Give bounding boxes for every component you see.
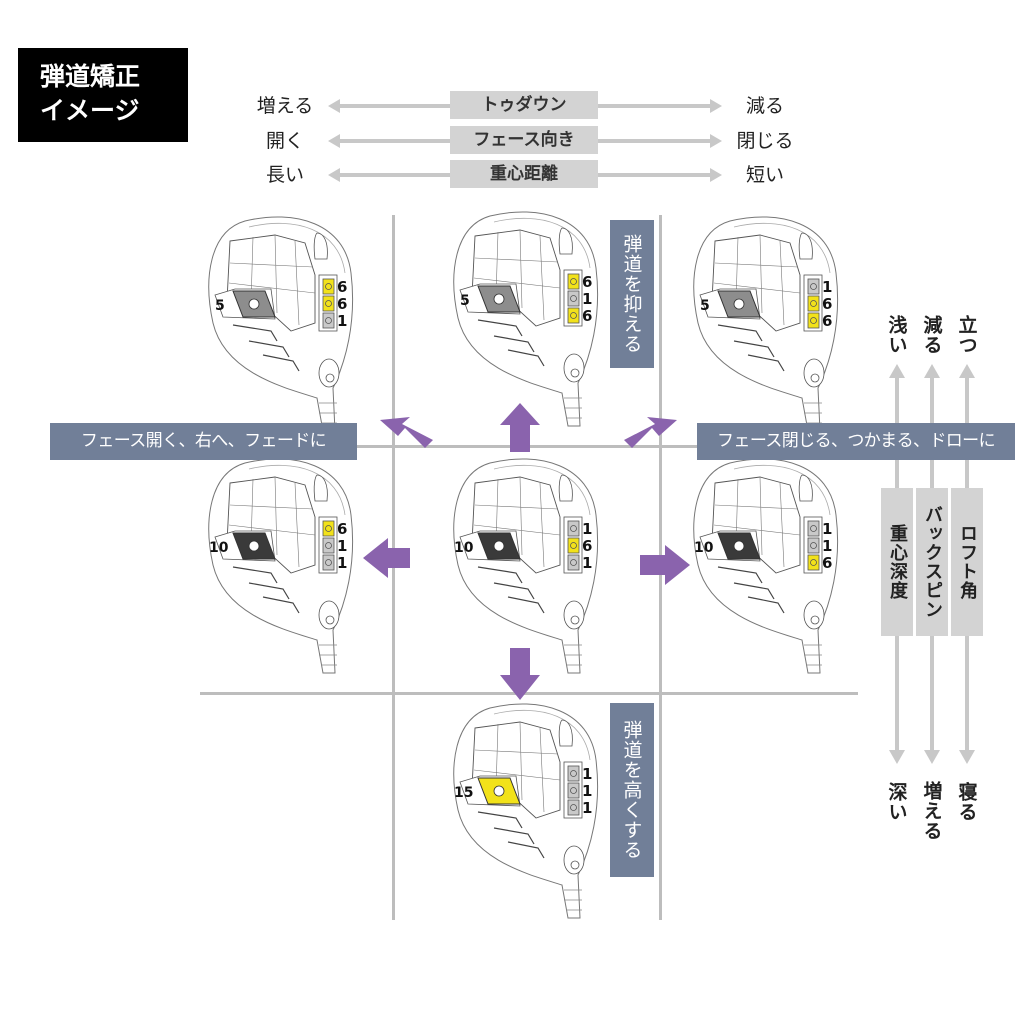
weight-value: 6 [337,278,347,296]
grid-line [200,692,858,695]
arrow-left-icon [328,99,450,113]
weight-value: 6 [822,312,832,330]
weight-value: 1 [582,782,592,800]
weight-port: 1 [567,520,592,538]
club-head-bottom-center: 1 1 1 15 [453,703,599,919]
row-center-label: フェース向き [450,126,598,154]
weight-value: 1 [822,278,832,296]
weight-value: 1 [337,312,347,330]
weight-value: 1 [337,537,347,555]
weight-value: 6 [582,273,592,291]
weight-port: 6 [322,295,347,313]
sole-plate-value: 10 [209,540,229,556]
weight-value: 1 [582,554,592,572]
arrow-left-icon [328,168,450,182]
row-left-label: 開く [265,130,304,152]
arrow-up-left-icon [380,417,433,448]
axis-bottom-label: 深い [885,782,908,822]
axis-bottom-label: 寝る [955,782,978,822]
weight-port: 6 [322,520,347,538]
row-right-label: 減る [745,95,784,117]
axis-center-label: 重心深度 [881,488,913,636]
weight-port: 1 [567,765,592,783]
close-draw-label: フェース閉じる、つかまる、ドローに [697,423,1015,460]
weight-port: 1 [567,554,592,572]
weight-port: 6 [807,312,832,330]
club-head-top-left: 6 6 1 5 [208,216,354,432]
sole-plate-value: 15 [454,785,473,801]
weight-port: 6 [567,537,592,555]
sole-plate-value: 10 [454,540,474,556]
club-head-top-right: 1 6 6 5 [693,216,839,432]
axis-bottom-label: 増える [920,781,943,841]
axis-top-label: 減る [920,315,943,355]
weight-value: 6 [582,307,592,325]
arrow-right-icon [598,134,722,148]
weight-value: 6 [337,520,347,538]
arrow-left-icon [328,134,450,148]
title-line-1: 弾道矯正 [40,62,141,91]
weight-port: 1 [567,290,592,308]
weight-port: 6 [322,278,347,296]
weight-value: 1 [582,520,592,538]
weight-value: 1 [582,765,592,783]
open-fade-label: フェース開く、右へ、フェードに [50,423,357,460]
arrow-right-icon [598,99,722,113]
title-line-2: イメージ [40,96,140,125]
suppress-trajectory-label: 弾道を抑える [610,220,654,368]
weight-port: 1 [322,554,347,572]
arrow-left-icon [363,538,410,578]
weight-port: 1 [322,537,347,555]
axis-top-label: 浅い [885,315,908,355]
arrow-up-right-icon [624,417,677,448]
sole-plate-value: 5 [460,293,470,309]
weight-port: 1 [322,312,347,330]
club-head-middle-right: 1 1 6 10 [693,458,839,674]
row-center-label: 重心距離 [450,160,598,188]
sole-plate-value: 5 [215,298,225,314]
arrow-up-icon [500,403,540,452]
weight-value: 1 [822,537,832,555]
weight-port: 6 [567,273,592,291]
row-center-label: トゥダウン [450,91,598,119]
raise-trajectory-label: 弾道を高くする [610,703,654,877]
weight-value: 6 [582,537,592,555]
weight-port: 6 [567,307,592,325]
club-head-top-center: 6 1 6 5 [453,211,599,427]
weight-value: 1 [582,290,592,308]
axis-center-label: バックスピン [916,488,948,636]
weight-value: 6 [337,295,347,313]
arrow-right-icon [598,168,722,182]
row-right-label: 閉じる [736,130,794,152]
row-left-label: 増える [256,95,314,117]
arrow-down-icon [500,648,540,700]
weight-port: 1 [807,278,832,296]
diagram-title: 弾道矯正 イメージ [18,48,188,142]
weight-value: 1 [337,554,347,572]
club-head-middle-center: 1 6 1 10 [453,458,599,674]
sole-plate-value: 10 [694,540,714,556]
weight-value: 1 [822,520,832,538]
weight-port: 1 [567,799,592,817]
axis-top-label: 立つ [955,315,978,355]
row-left-label: 長い [265,164,304,186]
weight-port: 1 [567,782,592,800]
weight-value: 6 [822,554,832,572]
weight-port: 1 [807,520,832,538]
sole-plate-value: 5 [700,298,710,314]
weight-value: 6 [822,295,832,313]
axis-center-label: ロフト角 [951,488,983,636]
arrow-right-icon [640,545,690,585]
row-right-label: 短い [745,164,784,186]
weight-port: 6 [807,295,832,313]
weight-port: 1 [807,537,832,555]
weight-value: 1 [582,799,592,817]
club-head-middle-left: 6 1 1 10 [208,458,354,674]
weight-port: 6 [807,554,832,572]
